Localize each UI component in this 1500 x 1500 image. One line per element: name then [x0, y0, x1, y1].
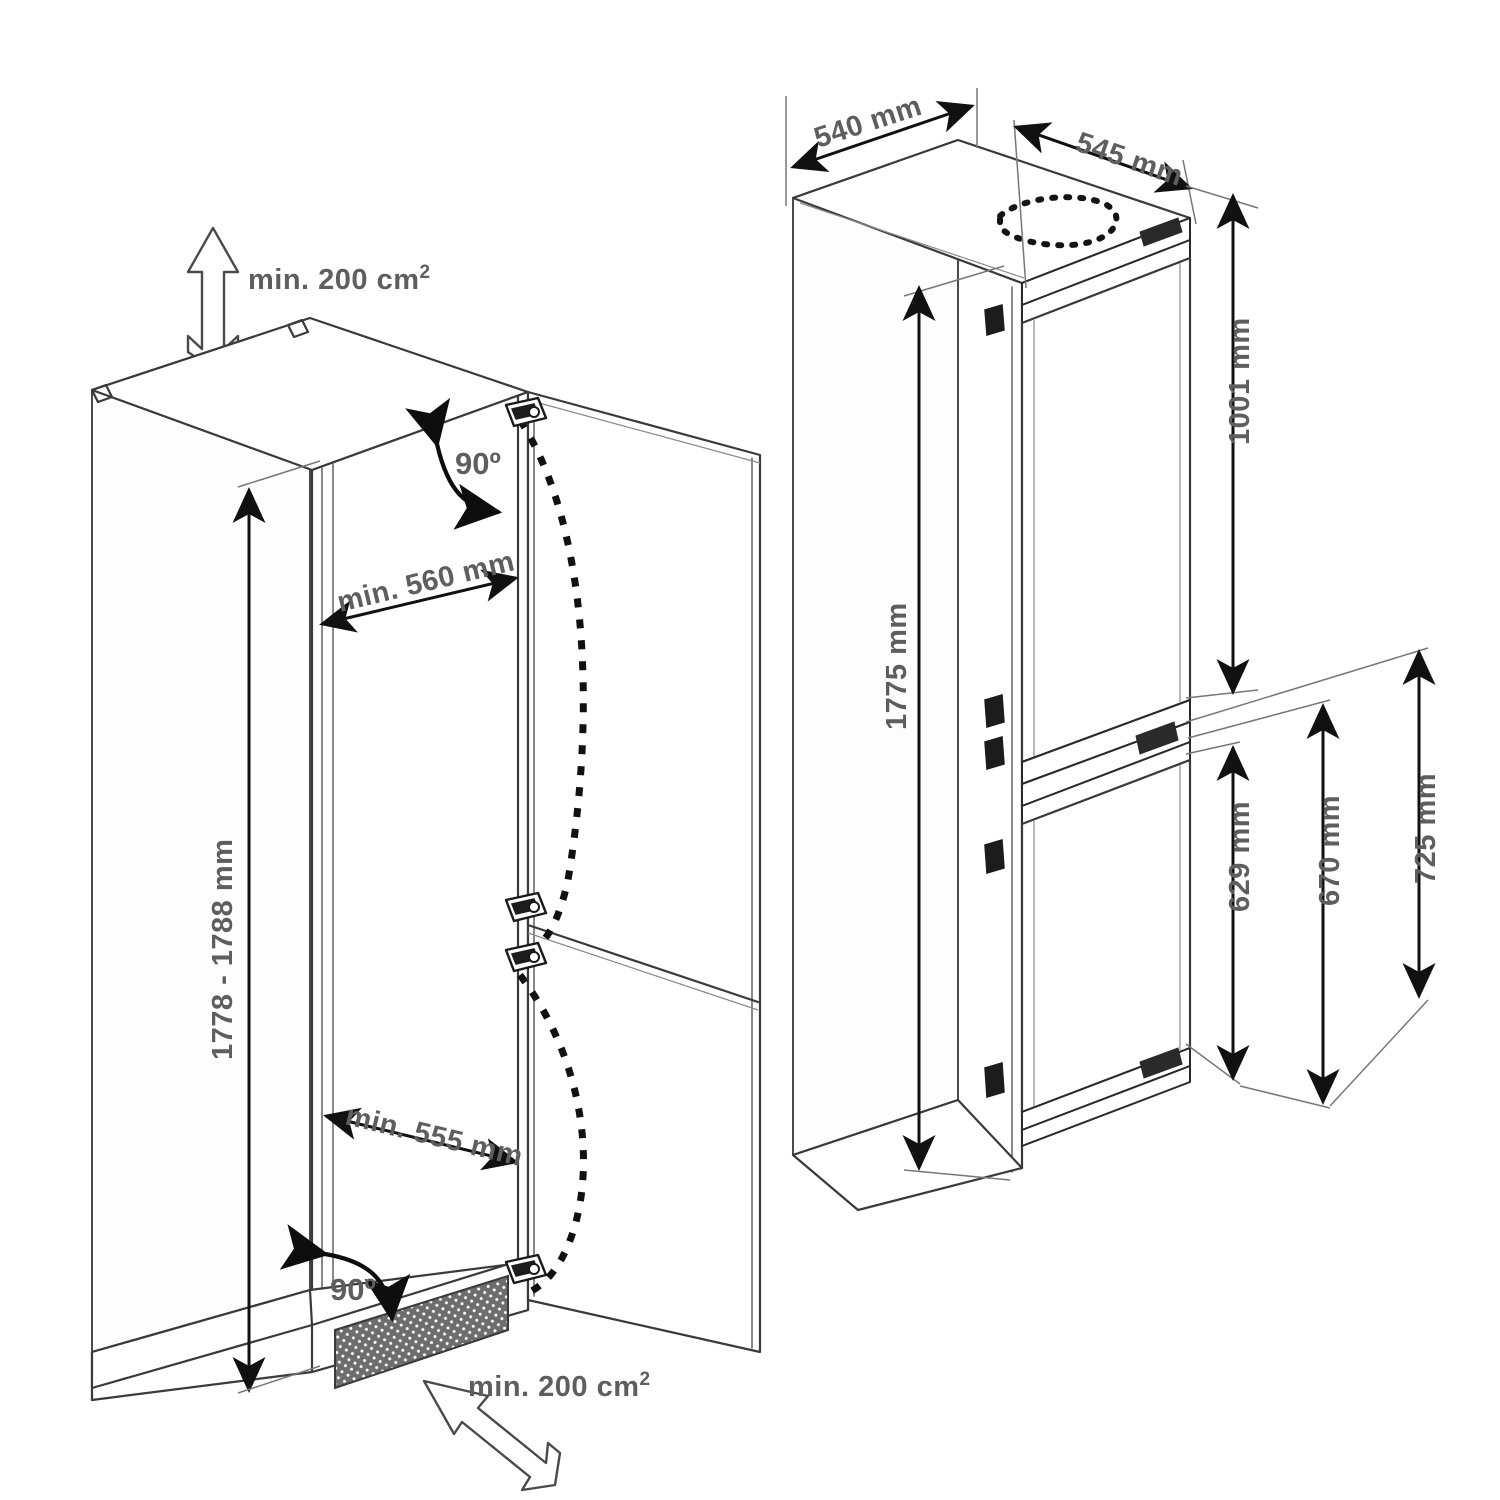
top-vent-label: min. 200 cm2	[248, 262, 431, 296]
bottom-vent-arrow-icon	[422, 1379, 562, 1492]
lower-door-hinge-block	[1139, 1047, 1183, 1079]
appliance-top-inner-edge	[799, 202, 1025, 279]
upper-door-hinge-side-upper	[984, 304, 1005, 336]
door-panel-top-thickness	[527, 399, 761, 464]
door-panel-split-shadow	[527, 932, 759, 1011]
upper-door-hinge-top	[1139, 217, 1183, 247]
angle-bottom-indicator: 90º	[279, 1224, 411, 1323]
niche-corner-tab-left	[90, 383, 114, 404]
lower-dim-inner-label: 629 mm	[1224, 801, 1256, 912]
niche-corner-tab-right	[286, 318, 310, 339]
niche-interior-back-wall	[310, 390, 530, 1327]
niche-height-dimension: 1778 - 1788 mm	[207, 460, 321, 1394]
niche-height-label: 1778 - 1788 mm	[207, 839, 239, 1060]
appliance-left-side-panel	[792, 139, 959, 1156]
mid-division-side-hinge	[984, 736, 1005, 770]
door-panel-outer-face	[526, 390, 762, 1354]
lower-door-assembly	[984, 758, 1192, 1147]
upper-door-height-dimension: 1001 mm	[1185, 185, 1259, 699]
lower-dim-mid-label: 670 mm	[1314, 795, 1346, 906]
right-view-appliance: 540 mm 545 mm 1001 mm 1775 mm	[785, 88, 1442, 1212]
left-view-cabinet-niche: min. 200 cm2	[90, 226, 762, 1492]
angle-top-indicator: 90º	[405, 397, 503, 530]
appliance-height-dimension: 1775 mm	[881, 265, 1011, 1181]
hinge-middle-upper	[504, 891, 548, 923]
door-swing-arc-upper	[517, 418, 587, 963]
lower-dim-inner-dimension: 629 mm	[1185, 741, 1256, 1085]
lower-door-side-hinge-lower	[984, 1062, 1005, 1098]
plinth-vent-grille	[334, 1274, 509, 1390]
upper-door-assembly	[984, 217, 1192, 764]
lower-dim-outer-dimension: 725 mm	[1185, 647, 1442, 1107]
lower-door-bottom-rail-2	[1021, 1065, 1191, 1147]
lower-dim-outer-label: 725 mm	[1410, 773, 1442, 884]
hinge-top	[504, 396, 548, 428]
hinge-bottom	[504, 1253, 548, 1285]
hinge-middle-lower	[504, 941, 548, 973]
upper-door-height-label: 1001 mm	[1224, 317, 1256, 445]
niche-left-outer-panel	[91, 317, 311, 1353]
mid-division-assembly	[984, 699, 1191, 825]
lower-dim-mid-dimension: 670 mm	[1187, 699, 1346, 1109]
angle-bottom-label: 90º	[330, 1272, 376, 1307]
open-door-panel	[526, 390, 762, 1354]
bottom-vent-label: min. 200 cm2	[468, 1369, 651, 1403]
door-panel-split-line	[526, 923, 760, 1004]
appliance-height-label: 1775 mm	[881, 602, 913, 730]
angle-top-label: 90º	[455, 446, 501, 481]
mid-division-hinge-block	[1135, 721, 1179, 755]
upper-door-panel	[1020, 256, 1192, 764]
lower-door-side-hinge-upper	[984, 839, 1005, 874]
upper-door-hinge-side-lower	[984, 694, 1005, 728]
